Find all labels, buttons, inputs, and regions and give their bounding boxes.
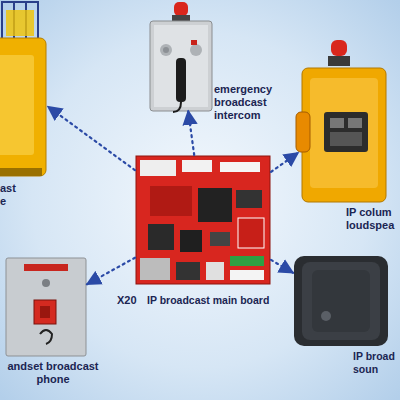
main-board [136,156,270,284]
device-node: ast e [0,0,48,178]
intercom-device [150,2,212,112]
column-loudspeaker-device [296,40,386,202]
device-label: IP broad soun [353,350,399,376]
yellow-device [0,2,46,176]
device-label: X20 [117,294,147,307]
device-node: emergency broadcast intercom [150,5,212,111]
device-label: andset broadcast phone [0,360,106,386]
handset-phone-device [6,258,86,356]
device-label: IP colum loudspea [346,206,400,232]
dotted-arrow [271,260,293,273]
dotted-arrow [87,258,135,285]
dotted-arrow [271,153,298,172]
sound-speaker-device [294,256,388,346]
dotted-arrow [188,111,194,155]
device-label: ast e [0,182,24,208]
device-node: andset broadcast phone [5,258,87,356]
device-node: IP broad soun [293,255,389,347]
device-label: emergency broadcast intercom [214,83,294,122]
dotted-arrow [48,107,135,171]
device-label: IP broadcast main board [147,294,289,307]
board-node: X20IP broadcast main board [135,155,271,285]
device-node: IP colum loudspea [298,40,388,202]
